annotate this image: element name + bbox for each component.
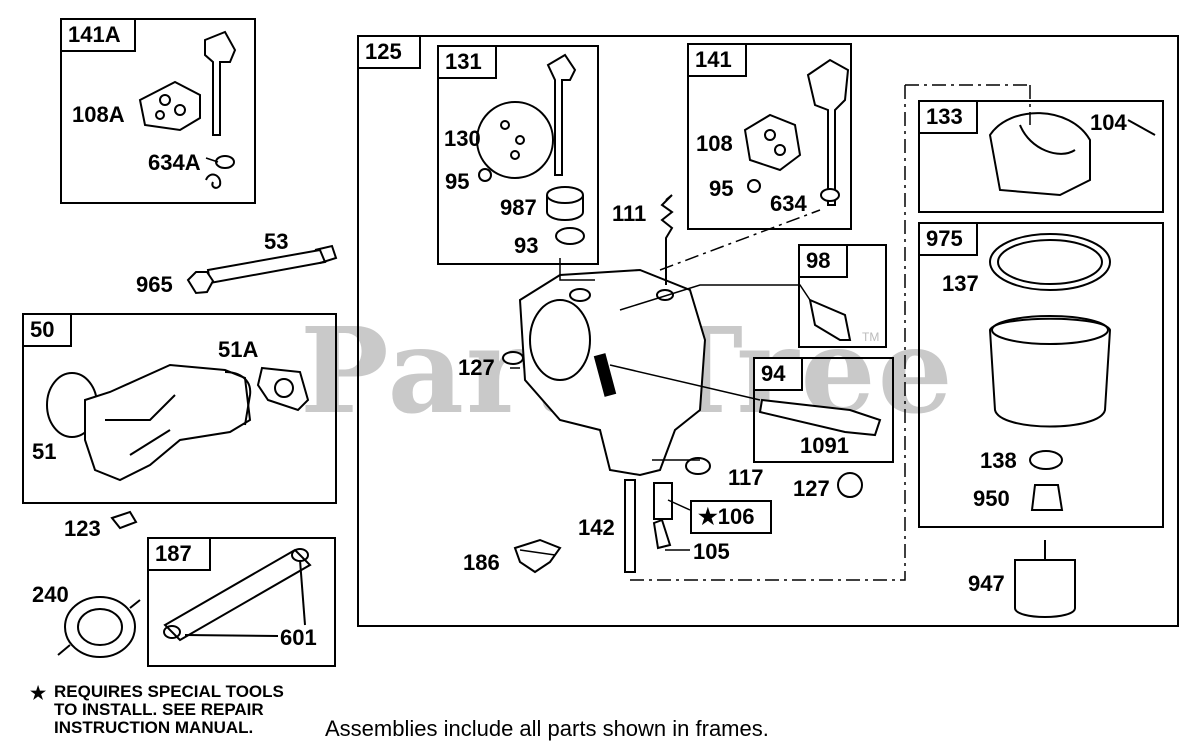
part-label-104: 104 [1090, 110, 1127, 135]
part-label-53: 53 [264, 229, 289, 254]
part-label-634A: 634A [148, 150, 201, 175]
frame-label-141: 141 [687, 43, 747, 77]
intake-manifold [84, 363, 252, 482]
part-label-1091: 1091 [800, 433, 849, 458]
part-label-947: 947 [968, 571, 1005, 596]
fuel-filter-240 [64, 596, 136, 658]
part-label-965: 965 [136, 272, 173, 297]
trademark: TM [862, 330, 880, 344]
note-line-2: TO INSTALL. SEE REPAIR [54, 700, 264, 719]
part-label-123: 123 [64, 516, 101, 541]
nut-965 [186, 271, 215, 295]
frame-label-50: 50 [22, 313, 72, 347]
carburetor-body [518, 268, 707, 477]
frame-50 [22, 313, 337, 504]
frame-label-975: 975 [918, 222, 978, 256]
part-label-186: 186 [463, 550, 500, 575]
emulsion-tube-142 [624, 479, 636, 573]
frame-125 [357, 35, 1179, 627]
frame-975 [918, 222, 1164, 528]
frame-label-106: ★106 [690, 500, 772, 534]
part-label-111: 111 [612, 201, 647, 226]
frame-label-125: 125 [357, 35, 421, 69]
part-label-138: 138 [980, 448, 1017, 473]
part-label-117: 117 [728, 465, 764, 490]
frame-label-98: 98 [798, 244, 848, 278]
special-tools-note: REQUIRES SPECIAL TOOLS TO INSTALL. SEE R… [30, 683, 284, 737]
frame-label-131: 131 [437, 45, 497, 79]
part-label-950: 950 [973, 486, 1010, 511]
part-label-987: 987 [500, 195, 537, 220]
note-line-1: REQUIRES SPECIAL TOOLS [54, 682, 284, 701]
bowl-gasket-137 [989, 233, 1111, 291]
frame-187 [147, 537, 336, 667]
part-label-105: 105 [693, 539, 730, 564]
part-label-51A: 51A [218, 337, 259, 362]
float-133 [988, 112, 1091, 197]
spring-111 [660, 194, 674, 285]
part-label-601: 601 [280, 625, 317, 650]
frame-141 [687, 43, 852, 230]
part-label-127-a: 127 [458, 355, 495, 380]
part-label-240: 240 [32, 582, 69, 607]
frame-label-187: 187 [147, 537, 211, 571]
part-label-137: 137 [942, 271, 979, 296]
part-label-93: 93 [514, 233, 539, 258]
frame-141A [60, 18, 256, 204]
frame-133 [918, 100, 1164, 213]
star-icon: ★ [30, 683, 47, 703]
part-label-130: 130 [444, 126, 481, 151]
frame-label-133: 133 [918, 100, 978, 134]
gasket-51A [256, 366, 310, 412]
frame-131 [437, 45, 599, 265]
assemblies-caption: Assemblies include all parts shown in fr… [325, 716, 769, 741]
frame-label-94: 94 [753, 357, 803, 391]
bowl-nut-950 [1030, 484, 1064, 511]
part-label-95-a: 95 [445, 169, 470, 194]
part-label-127-b: 127 [793, 476, 830, 501]
elbow-186 [513, 538, 562, 574]
choke-plate-108 [743, 113, 802, 172]
idle-speed-screw [758, 398, 882, 437]
idle-mixture-screw [808, 298, 852, 341]
frame-label-141A: 141A [60, 18, 136, 52]
fuel-line-187 [163, 548, 312, 642]
part-label-95-b: 95 [709, 176, 734, 201]
part-label-51: 51 [32, 439, 57, 464]
part-label-634: 634 [770, 191, 807, 216]
choke-plate-108A [138, 80, 201, 132]
frame-94 [753, 357, 894, 463]
float-bowl [988, 317, 1112, 428]
part-label-142: 142 [578, 515, 615, 540]
throttle-shaft [546, 53, 577, 176]
choke-shaft-141 [806, 58, 850, 206]
part-label-108A: 108A [72, 102, 125, 127]
fuel-pipe-53 [206, 248, 327, 285]
part-label-108: 108 [696, 131, 733, 156]
choke-shaft-634A [204, 30, 237, 136]
note-line-3: INSTRUCTION MANUAL. [54, 718, 254, 737]
solenoid-947 [1014, 559, 1076, 618]
